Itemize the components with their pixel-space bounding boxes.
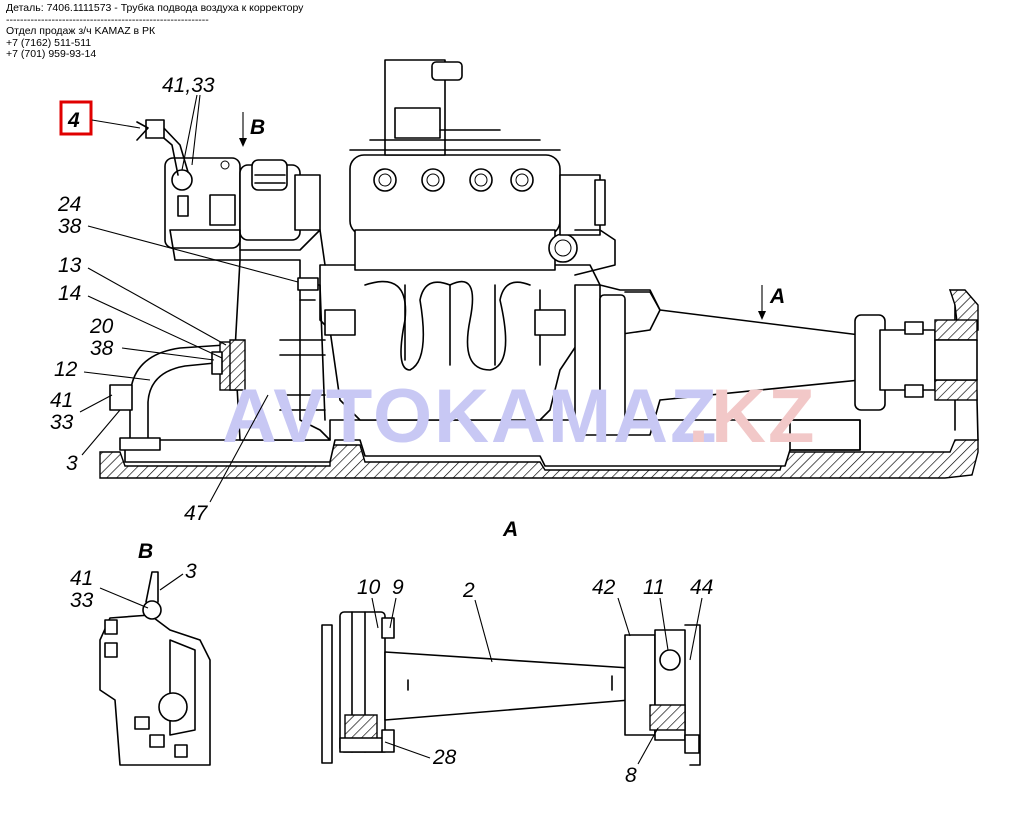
seal-20 (229, 339, 246, 391)
callout-14: 14 (58, 282, 81, 305)
callout-4-highlighted: 4 (67, 109, 80, 132)
view-a-callout-2: 2 (462, 579, 475, 602)
view-a-title: A (502, 518, 518, 541)
air-supply-tube (136, 119, 189, 176)
view-a-callout-42: 42 (592, 576, 616, 599)
callout-33: 33 (50, 411, 74, 434)
view-a-detail: 10 9 2 42 11 44 28 8 (321, 576, 713, 787)
watermark-text-main: AVTOKAMAZ (222, 374, 719, 459)
view-b-marker: B (250, 116, 265, 139)
view-a-callout-10: 10 (357, 576, 381, 599)
view-a-shaft (384, 651, 631, 721)
main-view-callouts: 4 41,33 B 24 38 13 14 20 38 12 41 33 3 4… (50, 74, 785, 541)
phone-1: +7 (7162) 511-511 (6, 36, 92, 49)
callout-47: 47 (184, 502, 209, 525)
view-b-detail: B 41 33 3 (70, 540, 211, 766)
view-b-title: B (138, 540, 153, 563)
coupling-assembly (574, 284, 978, 436)
view-a-callout-28: 28 (432, 746, 457, 769)
engine-main-view (99, 59, 979, 479)
fuel-pump (349, 59, 616, 276)
watermark-text-domain: .KZ (688, 374, 816, 459)
view-b-callout-41: 41 (70, 567, 93, 590)
header-separator: ----------------------------------------… (6, 13, 209, 26)
view-a-callout-8: 8 (625, 764, 637, 787)
callout-20: 20 (89, 315, 114, 338)
bolt-24 (297, 277, 319, 291)
header: Деталь: 7406.1111573 - Трубка подвода во… (6, 2, 304, 61)
callout-12: 12 (54, 358, 78, 381)
view-b-callout-3: 3 (185, 560, 197, 583)
view-a-callout-11: 11 (643, 576, 665, 599)
cylinder-lobes (364, 280, 541, 371)
horizontal-pipes (279, 339, 326, 411)
watermark: AVTOKAMAZ .KZ (222, 374, 816, 459)
detail-title: Деталь: 7406.1111573 - Трубка подвода во… (6, 2, 304, 14)
block-boss-right (534, 309, 566, 336)
callout-24: 24 (57, 193, 81, 216)
view-a-callout-9: 9 (392, 576, 404, 599)
sales-department: Отдел продаж з/ч KAMAZ в РК (6, 25, 156, 37)
callout-41: 41 (50, 389, 73, 412)
view-b-callout-33: 33 (70, 589, 94, 612)
phone-2: +7 (701) 959-93-14 (6, 48, 97, 60)
view-a-marker: A (769, 285, 785, 308)
highlight-box (59, 100, 93, 136)
callout-38-top: 38 (58, 215, 82, 238)
callout-13: 13 (58, 254, 82, 277)
view-a-callout-44: 44 (690, 576, 713, 599)
corrector-assembly (164, 157, 326, 266)
block-boss (324, 309, 356, 336)
air-pipe-12 (109, 341, 239, 451)
callout-41-33: 41,33 (162, 74, 215, 97)
crankcase-section (99, 439, 979, 479)
view-b-housing (99, 614, 211, 766)
view-a-flange (321, 624, 333, 764)
callout-38-mid: 38 (90, 337, 114, 360)
callout-3: 3 (66, 452, 78, 475)
